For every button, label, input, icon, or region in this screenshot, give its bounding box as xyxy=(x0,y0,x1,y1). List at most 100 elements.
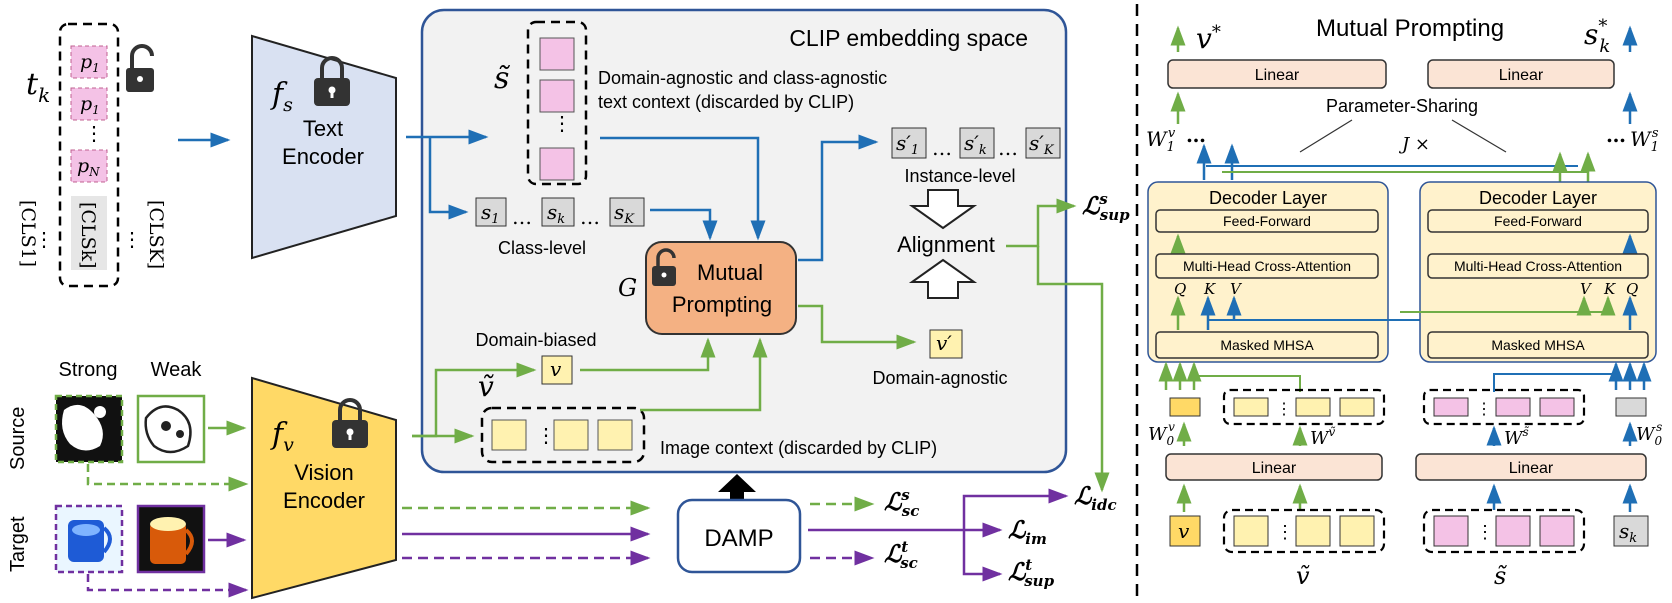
class-token-s1 xyxy=(475,197,507,227)
v-left: V xyxy=(1230,280,1243,298)
v-tilde-symbol: ṽ xyxy=(478,370,494,403)
weak-label: Weak xyxy=(151,359,203,381)
s-tilde-token-2 xyxy=(539,79,575,113)
param-line-left xyxy=(1299,119,1353,153)
loss-im: ℒim xyxy=(1008,515,1047,548)
prompt-token-1: p1 xyxy=(70,45,108,79)
g-symbol: G xyxy=(618,274,637,302)
v-input-label: v xyxy=(1178,519,1190,543)
tk-symbol: tk xyxy=(26,67,50,107)
top-linear-left-label: Linear xyxy=(1255,67,1300,84)
target-strong-image xyxy=(136,504,206,574)
instance-token-sKp xyxy=(1025,127,1061,159)
arrow-v-to-mutual xyxy=(580,337,716,372)
svg-text:[CLSk]: [CLSk] xyxy=(77,202,99,269)
v-tilde-token-1 xyxy=(491,419,527,451)
st-in-2 xyxy=(1495,515,1531,547)
bottom-linear-right xyxy=(1415,453,1647,481)
class-dots-1: … xyxy=(512,205,532,229)
bottom-linear-left-label: Linear xyxy=(1252,460,1297,477)
arrow-s-tilde-to-mutual xyxy=(600,136,766,241)
instance-token-skp xyxy=(959,127,995,159)
q-left: Q xyxy=(1174,280,1186,298)
arrow-class-to-mutual xyxy=(650,208,718,241)
st-in-1 xyxy=(1433,515,1469,547)
ca-left xyxy=(1155,253,1379,279)
k-right: K xyxy=(1603,280,1616,298)
damp-label: DAMP xyxy=(704,525,773,552)
image-context-label: Image context (discarded by CLIP) xyxy=(660,438,937,458)
wv-tilde-to-mhsa xyxy=(1194,375,1301,392)
ff-right-label: Feed-Forward xyxy=(1494,213,1582,229)
vision-encoder-line2: Encoder xyxy=(283,488,365,513)
prompt-token-2: p1 xyxy=(70,87,108,121)
pv-token-3 xyxy=(1339,397,1375,417)
projected-s-tilde-group xyxy=(1422,388,1586,426)
token-vdots: ⋮ xyxy=(84,121,104,145)
instance-dots-1: … xyxy=(932,136,952,160)
arrow-to-class-level xyxy=(428,137,469,220)
cls-hdots-right: ⋮ xyxy=(122,227,142,251)
clip-title: CLIP embedding space xyxy=(789,25,1028,51)
projected-v-tilde-group xyxy=(1222,388,1386,426)
ws-tilde-label: Ws̃ xyxy=(1504,425,1529,449)
decoder-right-title: Decoder Layer xyxy=(1479,188,1597,208)
s-tilde-token-n xyxy=(539,147,575,181)
s-star-label: s*k xyxy=(1584,16,1610,57)
bottom-linear-left xyxy=(1165,453,1383,481)
sk-input-token xyxy=(1613,515,1649,547)
v-tilde-token-3 xyxy=(597,419,633,451)
mutual-line1: Mutual xyxy=(697,260,763,285)
ps-vdots: ⋮ xyxy=(1476,399,1492,418)
v-tilde-vdots: ⋮ xyxy=(536,423,556,447)
class-dots-2: … xyxy=(580,205,600,229)
mutual-prompting-box xyxy=(645,241,797,335)
arrow-target-strong-to-vision xyxy=(86,574,249,598)
pv-vdots: ⋮ xyxy=(1276,399,1292,418)
ca-right xyxy=(1427,253,1649,279)
v-tilde-input-group xyxy=(1222,508,1386,554)
v-star-label: v* xyxy=(1196,22,1221,55)
v-tilde-token-2 xyxy=(553,419,589,451)
w1s-dots: … xyxy=(1606,123,1626,147)
mhsa-right xyxy=(1427,331,1649,359)
class-level-label: Class-level xyxy=(498,238,586,258)
text-input-group xyxy=(58,22,120,288)
instance-dots-2: … xyxy=(998,136,1018,160)
damp-up-arrow xyxy=(718,474,756,510)
mhsa-right-label: Masked MHSA xyxy=(1491,337,1585,353)
arrow-mutual-to-v-prime xyxy=(798,304,917,350)
arrow-damp-to-sup-t xyxy=(962,530,1003,582)
w0s-label: W0s xyxy=(1636,420,1663,448)
top-linear-right-label: Linear xyxy=(1499,67,1544,84)
pv-token-1 xyxy=(1233,397,1269,417)
v-input-token xyxy=(1169,515,1201,547)
v-prime-label: v′ xyxy=(936,331,952,355)
ps-token-1 xyxy=(1433,397,1469,417)
mhsa-left xyxy=(1155,331,1379,359)
v-right: V xyxy=(1580,280,1593,298)
st-in-vdots: ⋮ xyxy=(1476,522,1494,543)
mhsa-left-label: Masked MHSA xyxy=(1220,337,1314,353)
text-encoder-line2: Encoder xyxy=(282,144,364,169)
arrow-alignment-to-sup-s xyxy=(1006,198,1077,248)
q-right: Q xyxy=(1626,280,1638,298)
svg-text:[CLSK]: [CLSK] xyxy=(145,200,167,269)
ps-token-3 xyxy=(1539,397,1575,417)
cls-hdots-left: ⋮ xyxy=(34,227,54,251)
damp-box xyxy=(676,498,802,574)
vision-encoder-line1: Vision xyxy=(294,460,354,485)
target-weak-image-1 xyxy=(54,504,124,574)
class-token-sk xyxy=(541,197,575,227)
strong-label: Strong xyxy=(59,359,118,381)
text-encoder-line1: Text xyxy=(303,116,343,141)
alignment-up-arrow xyxy=(908,258,978,299)
w1s-label: W1s xyxy=(1630,126,1659,155)
v-token-label: v xyxy=(550,357,562,381)
cls-K-token: [CLSK] xyxy=(145,200,167,269)
ps-token-2 xyxy=(1495,397,1531,417)
instance-token-s1p xyxy=(891,127,927,159)
